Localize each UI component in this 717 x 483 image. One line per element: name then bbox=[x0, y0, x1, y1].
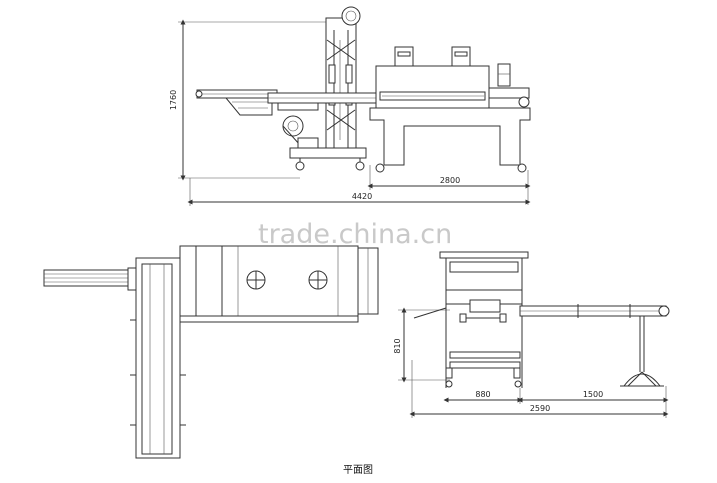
watermark-text: trade.china.cn bbox=[258, 219, 452, 250]
plan-view bbox=[43, 245, 379, 459]
front-elevation-view: 1760 2800 4420 bbox=[169, 6, 531, 206]
side-right-dimension: 1500 bbox=[583, 390, 603, 399]
side-height-dimension: 810 bbox=[393, 338, 402, 353]
front-length-dimension: 2800 bbox=[440, 176, 460, 185]
side-view: 810 880 bbox=[393, 251, 670, 418]
front-height-dimension: 1760 bbox=[169, 90, 178, 110]
plan-caption: 平面图 bbox=[343, 464, 373, 476]
front-total-dimension: 4420 bbox=[352, 192, 372, 201]
side-left-dimension: 880 bbox=[475, 390, 490, 399]
side-total-dimension: 2590 bbox=[530, 404, 550, 413]
